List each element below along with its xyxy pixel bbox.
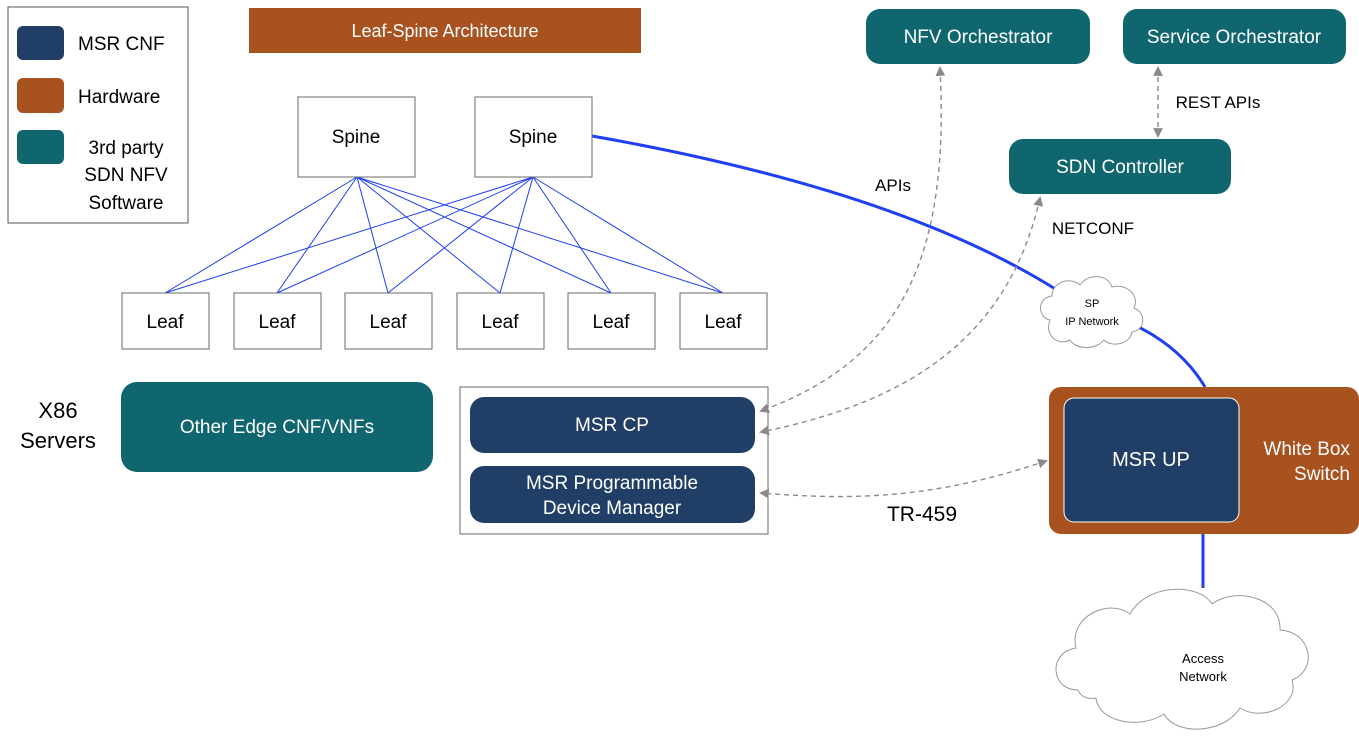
netconf-label: NETCONF [1052, 219, 1134, 238]
sp-network-to-whitebox-link [1127, 320, 1207, 388]
link-spine1-leaf1 [164, 176, 358, 294]
legend-swatch-msr-cnf [17, 26, 64, 60]
link-spine2-leaf2 [276, 176, 534, 294]
link-spine1-leaf6 [356, 176, 724, 294]
legend-label-hardware: Hardware [78, 87, 160, 108]
leaf-box-4 [456, 292, 545, 350]
link-spine1-leaf5 [356, 176, 612, 294]
leaf-box-6 [679, 292, 768, 350]
link-spine1-leaf3 [356, 176, 389, 294]
x86-label: X86 [38, 398, 77, 423]
legend-label-third-party-3: Software [89, 193, 164, 214]
leaf-label-1: Leaf [147, 312, 185, 333]
spine-box-1 [297, 96, 416, 178]
leaf-label-5: Leaf [593, 312, 631, 333]
spine-to-sp-network-link [591, 134, 1061, 294]
legend: MSR CNF Hardware 3rd party SDN NFV Softw… [7, 6, 189, 224]
leaf-label-3: Leaf [370, 312, 408, 333]
leaf-box-3 [344, 292, 433, 350]
link-spine2-leaf5 [532, 176, 612, 294]
link-spine1-leaf2 [276, 176, 358, 294]
leaf-label-2: Leaf [259, 312, 297, 333]
access-network-label-2: Network [1179, 669, 1227, 684]
legend-label-third-party-2: SDN NFV [84, 165, 168, 186]
msr-up-box [1063, 397, 1240, 523]
link-spine1-leaf4 [356, 176, 501, 294]
spine-box-2 [474, 96, 593, 178]
legend-swatch-third-party [17, 130, 64, 164]
white-box-label-2: Switch [1294, 464, 1350, 485]
spine-label-2: Spine [509, 127, 558, 148]
apis-label: APIs [875, 176, 911, 195]
leaf-label-4: Leaf [482, 312, 520, 333]
leaf-spine-title: Leaf-Spine Architecture [351, 21, 538, 41]
msr-pdm-label-2: Device Manager [543, 498, 682, 519]
netconf-connector [759, 196, 1044, 436]
legend-swatch-hardware [17, 78, 64, 113]
link-spine2-leaf1 [164, 176, 534, 294]
leaf-box-5 [567, 292, 656, 350]
leaf-label-6: Leaf [705, 312, 743, 333]
msr-pdm-label-1: MSR Programmable [526, 473, 698, 494]
legend-label-third-party-1: 3rd party [89, 138, 164, 159]
link-spine2-leaf3 [387, 176, 534, 294]
tr459-label: TR-459 [887, 503, 957, 526]
legend-label-msr-cnf: MSR CNF [78, 34, 165, 55]
rest-apis-label: REST APIs [1176, 93, 1261, 112]
nfv-orchestrator-box [866, 9, 1090, 64]
white-box-label-1: White Box [1263, 439, 1350, 460]
other-edge-box [121, 382, 433, 472]
spine-label-1: Spine [332, 127, 381, 148]
servers-label: Servers [20, 428, 96, 453]
link-spine2-leaf4 [499, 176, 534, 294]
msr-cp-box [470, 397, 755, 453]
nfv-orchestrator-label: NFV Orchestrator [904, 27, 1054, 48]
sp-network-label-1: SP [1085, 298, 1100, 310]
sdn-controller-label: SDN Controller [1056, 157, 1184, 178]
leaf-spine-links [164, 176, 724, 294]
msr-up-label: MSR UP [1112, 449, 1190, 471]
link-spine2-leaf6 [532, 176, 724, 294]
leaf-box-1 [121, 292, 210, 350]
service-orchestrator-label: Service Orchestrator [1147, 27, 1322, 48]
other-edge-label: Other Edge CNF/VNFs [180, 417, 374, 438]
tr459-connector [759, 458, 1048, 499]
sdn-controller-box [1009, 139, 1231, 194]
access-network-label-1: Access [1182, 651, 1224, 666]
sp-network-label-2: IP Network [1065, 316, 1119, 328]
leaf-row: Leaf Leaf Leaf Leaf Leaf Leaf [121, 292, 768, 350]
leaf-spine-banner [249, 8, 641, 53]
msr-cp-label: MSR CP [575, 415, 649, 436]
service-orchestrator-box [1123, 9, 1346, 64]
apis-connector [759, 66, 946, 413]
access-network-cloud: Access Network [1055, 588, 1309, 730]
leaf-box-2 [233, 292, 322, 350]
dashed-connectors [759, 66, 1163, 499]
msr-pdm-box [470, 466, 755, 523]
sp-network-cloud: SP IP Network [1040, 276, 1144, 348]
